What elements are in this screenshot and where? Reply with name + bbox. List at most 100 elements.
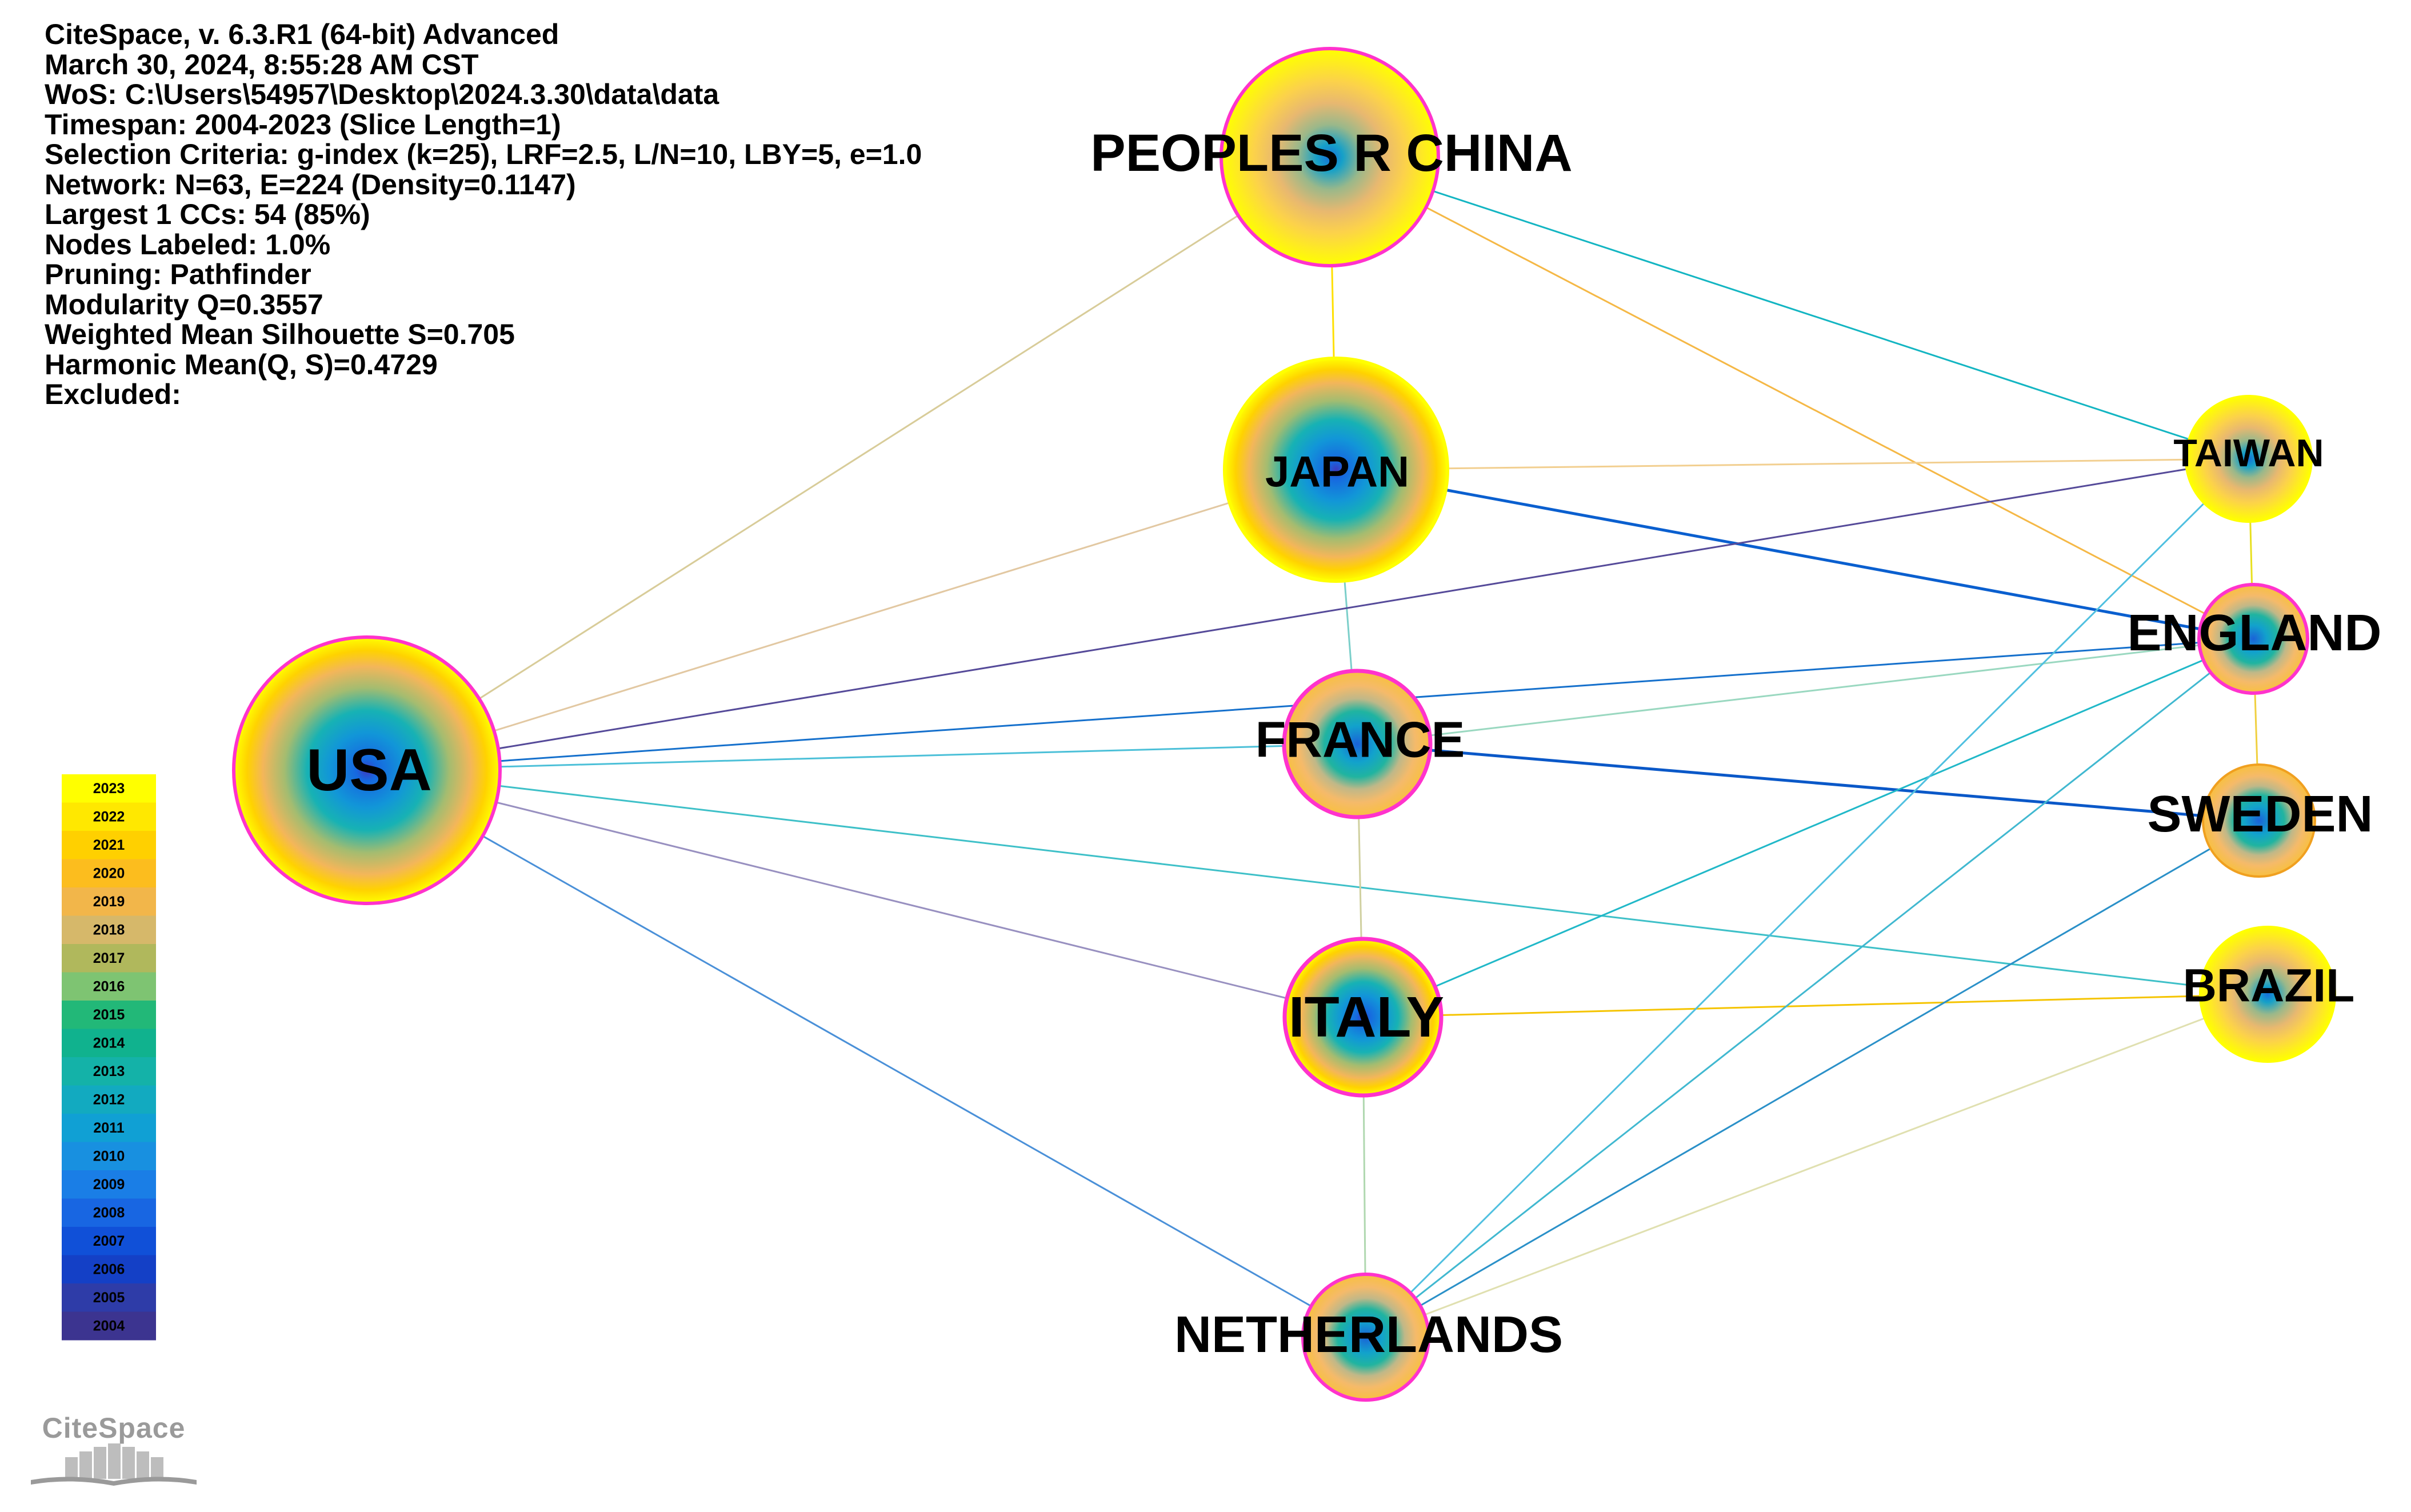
node-china[interactable]: [1220, 47, 1440, 267]
info-line: WoS: C:\Users\54957\Desktop\2024.3.30\da…: [45, 78, 719, 110]
node-netherlands[interactable]: [1301, 1273, 1430, 1402]
node-taiwan[interactable]: [2185, 395, 2313, 523]
info-line: Pruning: Pathfinder: [45, 258, 311, 290]
legend-year-label: 2021: [93, 837, 125, 853]
legend-year-label: 2013: [93, 1063, 125, 1079]
edge-layer: [366, 156, 2268, 1338]
edge-china-usa: [366, 156, 1330, 771]
edge-france-england: [1357, 638, 2254, 745]
edge-netherlands-england: [1365, 638, 2254, 1338]
legend-year-label: 2023: [93, 781, 125, 797]
edge-usa-france: [366, 743, 1358, 771]
label-layer: PEOPLES R CHINA JAPAN USA FRANCE ITALY NETHER…: [306, 124, 2381, 1363]
node-brazil[interactable]: [2199, 926, 2336, 1063]
info-line: Weighted Mean Silhouette S=0.705: [45, 318, 515, 350]
edge-china-taiwan: [1329, 156, 2249, 460]
edge-japan-usa: [366, 469, 1337, 771]
node-label-france: FRANCE: [1256, 711, 1465, 768]
edge-netherlands-brazil: [1365, 993, 2268, 1338]
node-label-brazil: BRAZIL: [2183, 960, 2355, 1012]
node-sweden[interactable]: [2202, 763, 2316, 878]
info-line: Modularity Q=0.3557: [45, 288, 323, 321]
edge-netherlands-taiwan: [1365, 458, 2250, 1338]
logo-text: CiteSpace: [42, 1412, 186, 1444]
legend-year-label: 2011: [93, 1120, 124, 1136]
legend-year-label: 2020: [93, 865, 125, 881]
node-label-sweden: SWEDEN: [2147, 786, 2373, 843]
info-line: Harmonic Mean(Q, S)=0.4729: [45, 348, 438, 381]
legend-year-label: 2014: [93, 1035, 125, 1051]
legend-swatch: [62, 859, 156, 888]
legend-year-label: 2009: [93, 1177, 125, 1193]
legend-swatch: [62, 887, 156, 916]
edge-japan-england: [1336, 468, 2254, 641]
legend-swatch: [62, 1255, 156, 1284]
node-label-netherlands: NETHERLANDS: [1174, 1306, 1563, 1363]
node-label-usa: USA: [306, 737, 432, 803]
edge-usa-brazil: [366, 769, 2268, 995]
legend-swatch: [62, 1001, 156, 1029]
node-italy[interactable]: [1282, 937, 1444, 1098]
info-line: Selection Criteria: g-index (k=25), LRF=…: [45, 138, 922, 170]
legend-year-label: 2019: [93, 894, 125, 910]
legend-swatch: [62, 1198, 156, 1227]
legend-year-label: 2008: [93, 1205, 125, 1221]
node-france[interactable]: [1282, 669, 1433, 819]
edge-usa-italy: [366, 769, 1364, 1018]
info-line: Largest 1 CCs: 54 (85%): [45, 198, 370, 230]
legend-swatch: [62, 1085, 156, 1114]
edge-italy-brazil: [1362, 993, 2268, 1018]
edge-usa-netherlands: [366, 769, 1366, 1338]
year-legend: 2023 2022 2021 2020 2019 2018 2017 2016 2015 2014…: [62, 774, 156, 1341]
legend-year-label: 2007: [93, 1233, 125, 1249]
node-label-taiwan: TAIWAN: [2173, 431, 2324, 475]
node-label-england: ENGLAND: [2128, 605, 2382, 662]
legend-year-label: 2010: [93, 1148, 125, 1164]
legend-year-label: 2018: [93, 922, 125, 938]
edge-netherlands-sweden: [1365, 819, 2260, 1338]
legend-swatch: [62, 1227, 156, 1255]
legend-swatch: [62, 1114, 156, 1142]
legend-year-label: 2006: [93, 1261, 125, 1277]
legend-swatch: [62, 1142, 156, 1171]
node-label-japan: JAPAN: [1265, 448, 1409, 497]
info-line: March 30, 2024, 8:55:28 AM CST: [45, 48, 479, 81]
info-line: CiteSpace, v. 6.3.R1 (64-bit) Advanced: [45, 18, 559, 50]
legend-year-label: 2022: [93, 809, 125, 825]
legend-year-label: 2012: [93, 1091, 125, 1107]
edge-france-sweden: [1357, 742, 2260, 822]
node-label-italy: ITALY: [1289, 985, 1444, 1049]
legend-year-label: 2017: [93, 950, 125, 966]
edge-japan-taiwan: [1336, 458, 2249, 471]
edge-china-england: [1329, 156, 2254, 640]
node-layer: [232, 47, 2336, 1402]
node-england[interactable]: [2197, 583, 2309, 695]
legend-year-label: 2015: [93, 1007, 125, 1023]
legend-swatch: [62, 944, 156, 973]
legend-swatch: [62, 1170, 156, 1199]
info-line: Nodes Labeled: 1.0%: [45, 228, 331, 261]
legend-year-label: 2005: [93, 1290, 125, 1306]
edge-italy-england: [1362, 638, 2254, 1018]
legend-swatch: [62, 972, 156, 1001]
legend-swatch: [62, 802, 156, 831]
node-label-china: PEOPLES R CHINA: [1090, 124, 1572, 182]
legend-swatch: [62, 1029, 156, 1058]
legend-swatch: [62, 915, 156, 945]
citespace-logo: CiteSpace: [25, 1411, 202, 1491]
edge-usa-taiwan: [366, 458, 2249, 771]
node-usa[interactable]: [232, 635, 502, 905]
legend-swatch: [62, 1283, 156, 1312]
legend-swatch: [62, 1057, 156, 1086]
legend-swatch: [62, 1311, 156, 1341]
info-line: Network: N=63, E=224 (Density=0.1147): [45, 168, 576, 201]
info-line: Timespan: 2004-2023 (Slice Length=1): [45, 108, 561, 141]
info-line: Excluded:: [45, 378, 181, 410]
legend-year-label: 2016: [93, 978, 125, 994]
legend-swatch: [62, 774, 156, 803]
legend-swatch: [62, 831, 156, 859]
logo-graphic: [31, 1443, 197, 1486]
node-japan[interactable]: [1223, 357, 1449, 583]
